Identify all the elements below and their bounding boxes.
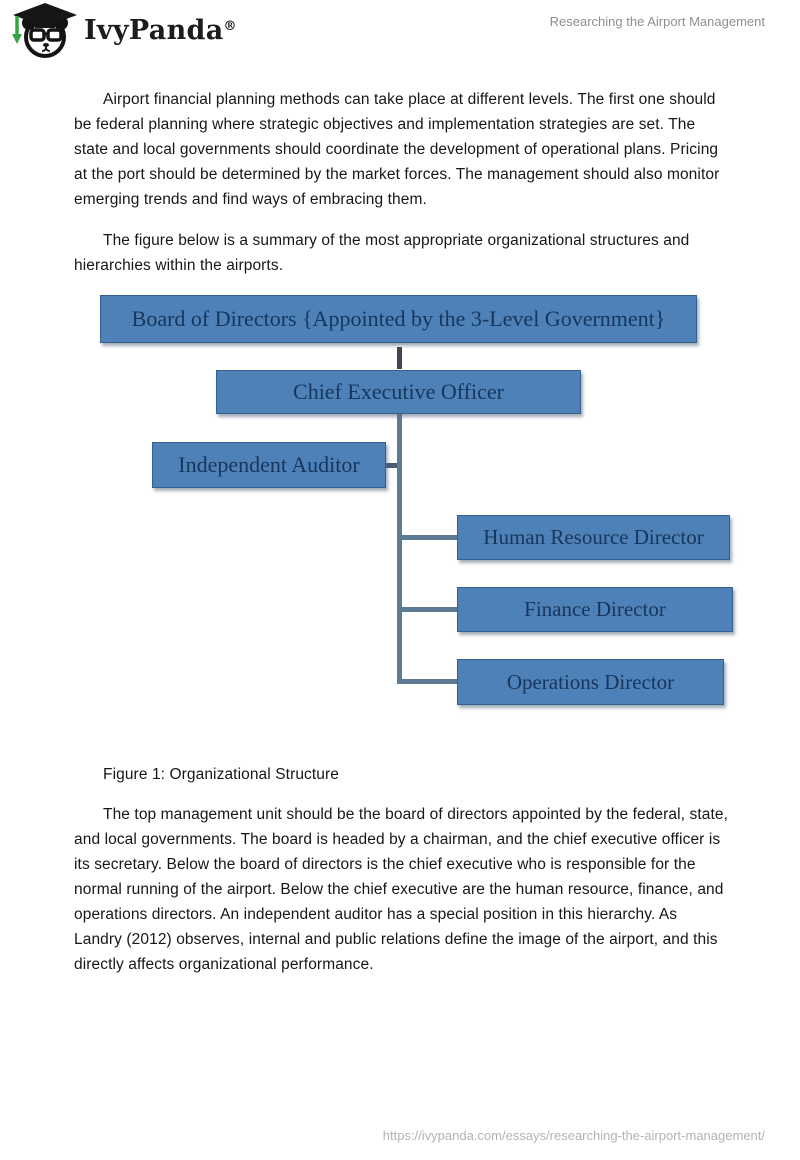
org-node-chief-executive-officer: Chief Executive Officer <box>216 370 581 414</box>
org-chart-figure: Board of Directors {Appointed by the 3-L… <box>0 295 800 715</box>
source-url: https://ivypanda.com/essays/researching-… <box>382 1128 765 1143</box>
figure-caption: Figure 1: Organizational Structure <box>103 765 340 783</box>
brand-text: IvyPanda <box>84 15 224 46</box>
connector-finance <box>402 607 457 612</box>
connector-auditor <box>386 463 397 468</box>
document-title: Researching the Airport Management <box>549 14 765 29</box>
registered-mark: ® <box>223 19 237 34</box>
org-node-finance-director: Finance Director <box>457 587 733 632</box>
org-node-board-of-directors: Board of Directors {Appointed by the 3-L… <box>100 295 697 343</box>
connector-hr <box>402 535 457 540</box>
connector-main-vertical <box>397 414 402 684</box>
paragraph-figure-intro: The figure below is a summary of the mos… <box>74 231 690 274</box>
panda-graduate-icon <box>12 3 77 58</box>
brand-name: IvyPanda® <box>84 15 237 46</box>
org-node-independent-auditor: Independent Auditor <box>152 442 386 488</box>
paragraph-management-structure: The top management unit should be the bo… <box>74 805 728 973</box>
ivypanda-logo <box>8 2 78 62</box>
connector-board-ceo <box>397 347 402 369</box>
connector-operations <box>402 679 457 684</box>
org-node-human-resource-director: Human Resource Director <box>457 515 730 560</box>
org-node-operations-director: Operations Director <box>457 659 724 705</box>
paragraph-financial-planning: Airport financial planning methods can t… <box>74 90 720 208</box>
